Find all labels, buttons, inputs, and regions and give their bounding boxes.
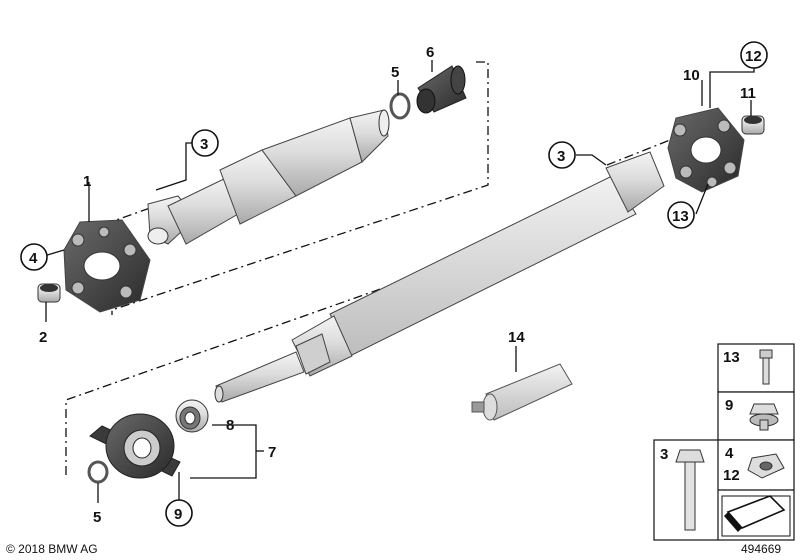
- grease-tube: [471, 363, 573, 421]
- label-12-circle: [740, 41, 768, 69]
- label-7: 7: [268, 444, 276, 461]
- label-3a: 3: [200, 136, 208, 153]
- flex-disc-left: [63, 219, 151, 313]
- bolt-3-icon: [675, 449, 705, 531]
- flange-nut-9-icon: [749, 403, 779, 431]
- ball-bearing: [175, 399, 209, 433]
- legend-9: 9: [725, 397, 733, 414]
- label-14: 14: [508, 329, 525, 346]
- circlip-upper: [389, 92, 411, 120]
- label-8: 8: [226, 417, 234, 434]
- legend-4: 4: [725, 445, 734, 462]
- legend-12: 12: [723, 467, 740, 484]
- legend-13: 13: [723, 349, 740, 366]
- flex-disc-right: [667, 107, 745, 193]
- label-3b: 3: [557, 148, 565, 165]
- label-3a-circle: [191, 129, 219, 157]
- assembly-line-lower: [65, 199, 618, 475]
- rubber-boot: [416, 65, 467, 114]
- label-3b-circle: [548, 141, 576, 169]
- label-13: 13: [672, 208, 689, 225]
- legend-3: 3: [660, 446, 668, 463]
- label-10: 10: [683, 67, 700, 84]
- callouts: 1 2 3 4 5 6 3 10 12 11 13 14 8 7 5 9: [20, 41, 768, 527]
- label-11: 11: [740, 85, 756, 102]
- label-9-circle: [165, 499, 193, 527]
- arrow-icon: [721, 495, 791, 537]
- label-6: 6: [426, 44, 434, 61]
- assembly-line-coupling-right: [606, 139, 671, 166]
- image-number: 494669: [741, 542, 781, 556]
- leader-lines: [43, 60, 755, 503]
- copyright-text: © 2018 BMW AG: [6, 542, 98, 556]
- center-bearing: [89, 413, 181, 479]
- label-1: 1: [83, 173, 91, 190]
- label-4-circle: [20, 243, 48, 271]
- front-propshaft: [147, 109, 390, 245]
- rear-propshaft: [214, 151, 665, 403]
- label-12: 12: [745, 48, 762, 65]
- assembly-line-upper: [111, 61, 489, 315]
- label-9: 9: [174, 506, 182, 523]
- hardware-legend: 13 9 3 4 12: [653, 343, 795, 541]
- label-2: 2: [39, 329, 47, 346]
- label-5b: 5: [93, 509, 101, 526]
- circlip-lower: [87, 460, 109, 484]
- nut-4-icon: [747, 453, 785, 479]
- bolt-13-icon: [759, 349, 773, 385]
- label-5a: 5: [391, 64, 399, 81]
- bushing-left: [37, 283, 61, 303]
- label-4: 4: [29, 250, 38, 267]
- bushing-right: [741, 115, 765, 135]
- label-13-circle: [667, 201, 695, 229]
